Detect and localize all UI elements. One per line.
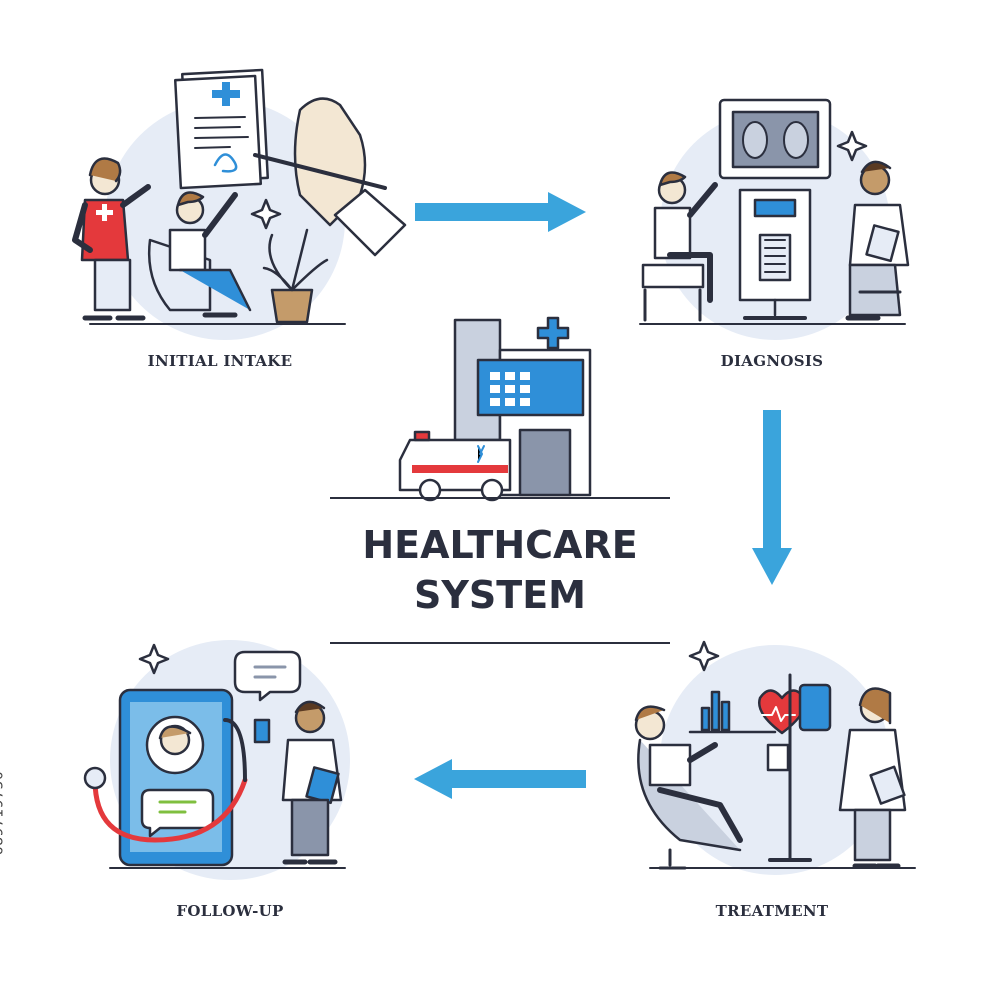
treatment-illustration — [634, 640, 916, 870]
stock-id-text: 689719750 — [0, 770, 7, 856]
follow-up-illustration — [83, 643, 346, 869]
stage-label-diagnosis: DIAGNOSIS — [720, 352, 824, 370]
arrow-treatment-to-followup — [414, 759, 586, 799]
stage-label-initial-intake: INITIAL INTAKE — [147, 352, 293, 370]
hospital-illustration — [398, 316, 592, 502]
diagram-title-line2: SYSTEM — [414, 573, 586, 617]
stage-label-follow-up: FOLLOW-UP — [176, 902, 284, 920]
diagnosis-illustration — [639, 98, 910, 325]
arrow-intake-to-diagnosis — [415, 192, 586, 232]
stage-label-treatment: TREATMENT — [715, 902, 829, 920]
diagram-title-line1: HEALTHCARE — [362, 523, 638, 567]
initial-intake-illustration — [72, 68, 407, 325]
arrow-diagnosis-to-treatment — [752, 410, 792, 585]
